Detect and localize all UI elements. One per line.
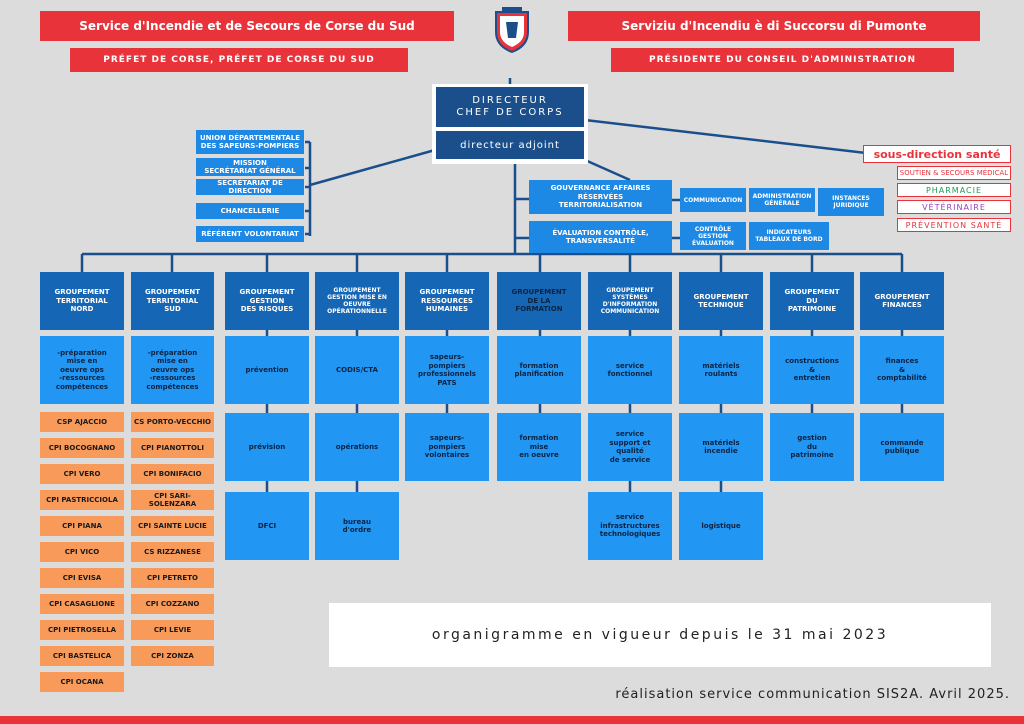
header-right-subtitle: PRÉSIDENTE DU CONSEIL D'ADMINISTRATION — [611, 48, 954, 72]
communication-box: COMMUNICATION — [680, 188, 746, 212]
administration-box: ADMINISTRATION GÉNÉRALE — [749, 188, 815, 212]
rh-professionnels: sapeurs- pompiers professionnels PATS — [405, 336, 489, 404]
centre-nord-item: CPI PIANA — [40, 516, 124, 536]
group-gestion-risques: GROUPEMENT GESTION DES RISQUES — [225, 272, 309, 330]
staff-udsp: UNION DÉPARTEMENTALE DES SAPEURS-POMPIER… — [196, 130, 304, 154]
sis2a-logo — [492, 4, 532, 54]
header-left-subtitle: PRÉFET DE CORSE, PRÉFET DE CORSE DU SUD — [70, 48, 408, 72]
group-technique: GROUPEMENT TECHNIQUE — [679, 272, 763, 330]
sud-missions: -préparation mise en oeuvre ops -ressour… — [131, 336, 214, 404]
centre-nord-item: CPI VICO — [40, 542, 124, 562]
tech-incendie: matériels incendie — [679, 413, 763, 481]
centre-sud-item: CPI BONIFACIO — [131, 464, 214, 484]
staff-referent: RÉFÉRENT VOLONTARIAT — [196, 226, 304, 242]
sante-veterinaire: VÉTÉRINAIRE — [897, 200, 1011, 214]
group-territorial-nord: GROUPEMENT TERRITORIAL NORD — [40, 272, 124, 330]
si-fonctionnel: service fonctionnel — [588, 336, 672, 404]
centre-sud-item: CPI COZZANO — [131, 594, 214, 614]
tech-roulants: matériels roulants — [679, 336, 763, 404]
risques-prevention: prévention — [225, 336, 309, 404]
sante-pharmacie: PHARMACIE — [897, 183, 1011, 197]
sante-title: sous-direction santé — [863, 145, 1011, 163]
indicateurs-box: INDICATEURS TABLEAUX DE BORD — [749, 222, 829, 250]
centre-sud-item: CPI SAINTE LUCIE — [131, 516, 214, 536]
group-si-communication: GROUPEMENT SYSTÈMES D'INFORMATION COMMUN… — [588, 272, 672, 330]
header-right-title: Serviziu d'Incendiu è di Succorsu di Pum… — [568, 11, 980, 41]
centre-sud-item: CS PORTO-VECCHIO — [131, 412, 214, 432]
finances-commande: commande publique — [860, 413, 944, 481]
formation-mise-en-oeuvre: formation mise en oeuvre — [497, 413, 581, 481]
si-infrastructures: service infrastructures technologiques — [588, 492, 672, 560]
group-operationnel: GROUPEMENT GESTION MISE EN OEUVRE OPÉRAT… — [315, 272, 399, 330]
header-left-title: Service d'Incendie et de Secours de Cors… — [40, 11, 454, 41]
credit-line: réalisation service communication SIS2A.… — [615, 686, 1010, 702]
centre-sud-item: CPI PIANOTTOLI — [131, 438, 214, 458]
centre-nord-item: CPI PASTRICCIOLA — [40, 490, 124, 510]
group-ressources-humaines: GROUPEMENT RESSOURCES HUMAINES — [405, 272, 489, 330]
risques-prevision: prévision — [225, 413, 309, 481]
centre-nord-item: CPI OCANA — [40, 672, 124, 692]
patrimoine-gestion: gestion du patrimoine — [770, 413, 854, 481]
formation-planification: formation planification — [497, 336, 581, 404]
centre-nord-item: CPI VERO — [40, 464, 124, 484]
staff-chancellerie: CHANCELLERIE — [196, 203, 304, 219]
centre-nord-item: CPI EVISA — [40, 568, 124, 588]
staff-mission-sg: MISSION SECRÉTARIAT GÉNÉRAL — [196, 158, 304, 176]
evaluation-box: ÉVALUATION CONTRÔLE, TRANSVERSALITÉ — [529, 221, 672, 253]
organigramme-note: organigramme en vigueur depuis le 31 mai… — [329, 603, 991, 667]
ops-bureau-ordre: bureau d'ordre — [315, 492, 399, 560]
group-finances: GROUPEMENT FINANCES — [860, 272, 944, 330]
rh-volontaires: sapeurs- pompiers volontaires — [405, 413, 489, 481]
sante-soutien: SOUTIEN & SECOURS MÉDICAL — [897, 166, 1011, 180]
centre-nord-item: CPI CASAGLIONE — [40, 594, 124, 614]
sante-prevention: PRÉVENTION SANTÉ — [897, 218, 1011, 232]
group-territorial-sud: GROUPEMENT TERRITORIAL SUD — [131, 272, 214, 330]
centre-sud-item: CS RIZZANESE — [131, 542, 214, 562]
finances-comptabilite: finances & comptabilité — [860, 336, 944, 404]
centre-nord-item: CPI BOCOGNANO — [40, 438, 124, 458]
director-adjoint-box: directeur adjoint — [436, 131, 584, 159]
group-formation: GROUPEMENT DE LA FORMATION — [497, 272, 581, 330]
centre-nord-item: CSP AJACCIO — [40, 412, 124, 432]
ops-operations: opérations — [315, 413, 399, 481]
si-support: service support et qualité de service — [588, 413, 672, 481]
centre-nord-item: CPI BASTELICA — [40, 646, 124, 666]
centre-sud-item: CPI PETRETO — [131, 568, 214, 588]
risques-dfci: DFCI — [225, 492, 309, 560]
controle-box: CONTRÔLE GESTION ÉVALUATION — [680, 222, 746, 250]
gouvernance-box: GOUVERNANCE AFFAIRES RÉSERVÉES TERRITORI… — [529, 180, 672, 214]
director-box: DIRECTEUR CHEF DE CORPS — [436, 87, 584, 127]
instances-box: INSTANCES JURIDIQUE — [818, 188, 884, 216]
bottom-bar — [0, 716, 1024, 724]
patrimoine-constructions: constructions & entretien — [770, 336, 854, 404]
nord-missions: -préparation mise en oeuvre ops -ressour… — [40, 336, 124, 404]
staff-secretariat: SECRÉTARIAT DE DIRECTION — [196, 179, 304, 195]
group-patrimoine: GROUPEMENT DU PATRIMOINE — [770, 272, 854, 330]
centre-sud-item: CPI SARI-SOLENZARA — [131, 490, 214, 510]
tech-logistique: logistique — [679, 492, 763, 560]
centre-sud-item: CPI ZONZA — [131, 646, 214, 666]
ops-codis: CODIS/CTA — [315, 336, 399, 404]
centre-nord-item: CPI PIETROSELLA — [40, 620, 124, 640]
centre-sud-item: CPI LEVIE — [131, 620, 214, 640]
